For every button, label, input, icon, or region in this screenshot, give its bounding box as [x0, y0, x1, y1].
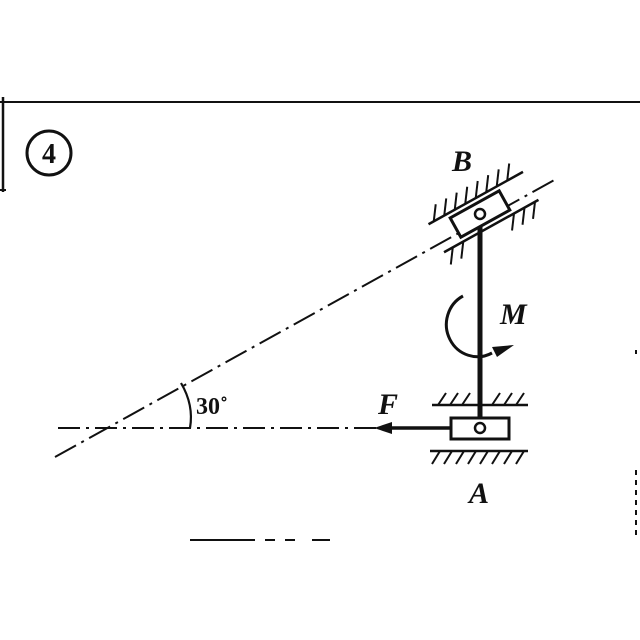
- angle-arc: [180, 382, 193, 429]
- label-a: A: [467, 477, 489, 510]
- label-m: M: [499, 298, 528, 331]
- label-f: F: [377, 388, 398, 421]
- angle-indicator: 30˚: [180, 382, 228, 429]
- angle-label: 30˚: [196, 394, 228, 420]
- pin-b: [473, 207, 487, 221]
- pin-a: [473, 421, 487, 435]
- figure-number-badge: 4: [25, 129, 73, 177]
- label-b: B: [451, 145, 472, 178]
- force-arrowhead: [374, 422, 392, 434]
- slider-b: [427, 163, 540, 265]
- page-border: [0, 97, 640, 541]
- moment-m: [444, 294, 514, 359]
- moment-arrowhead: [492, 345, 514, 357]
- moment-arc: [444, 294, 493, 359]
- figure-number-label: 4: [42, 139, 56, 170]
- slider-a: [430, 392, 528, 465]
- force-f: [374, 422, 450, 434]
